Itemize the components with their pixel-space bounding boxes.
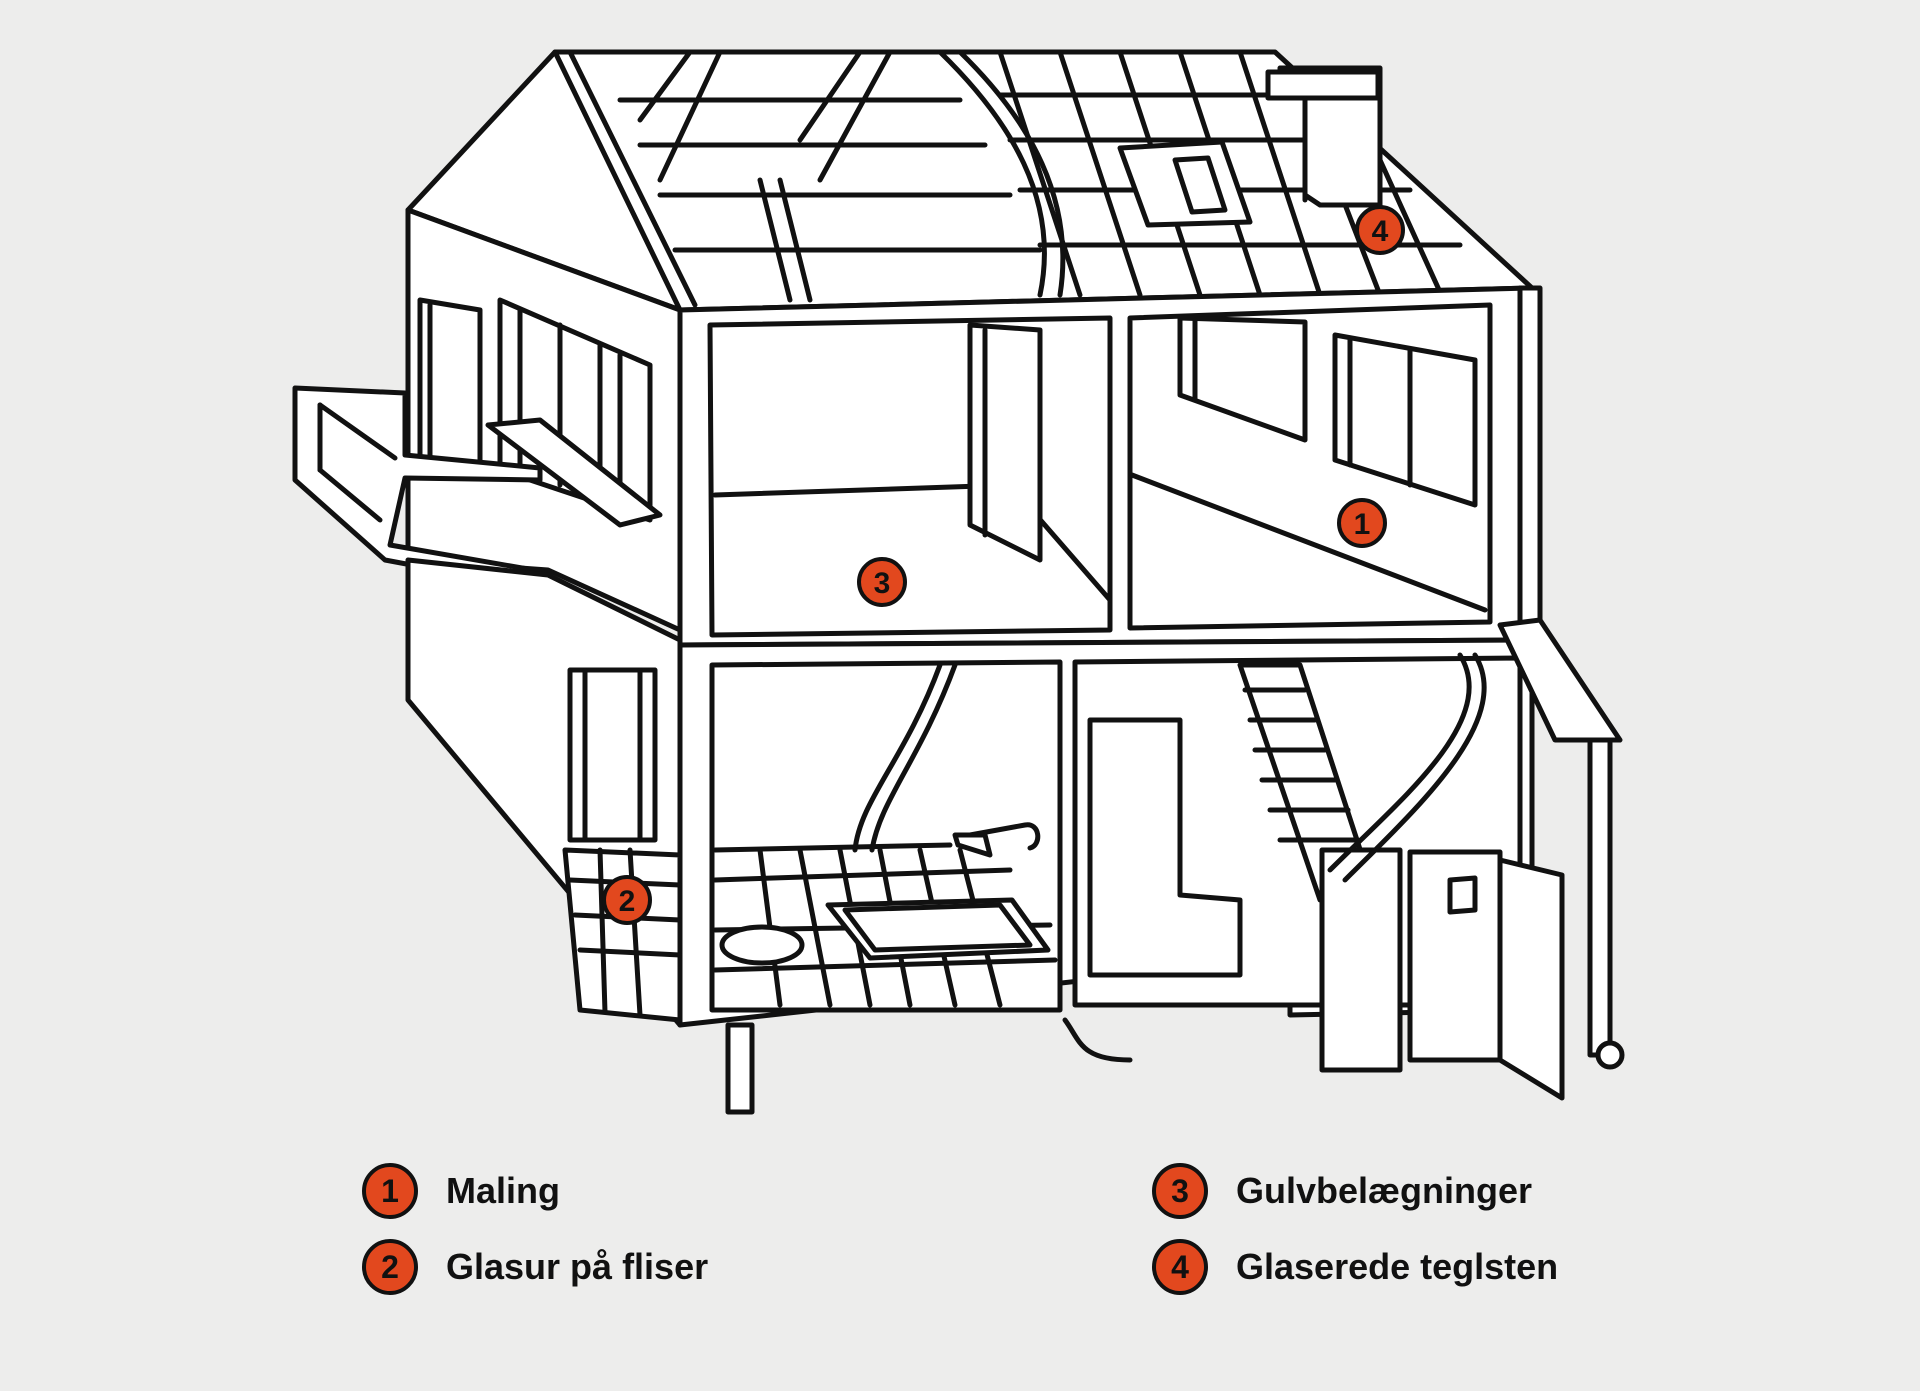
legend-badge-1: 1 — [362, 1163, 418, 1219]
foundation-pipes — [725, 1017, 1133, 1115]
legend-item-4: 4 Glaserede teglsten — [1152, 1232, 1558, 1302]
marker-2-label: 2 — [619, 885, 636, 918]
marker-4: 4 — [1355, 205, 1405, 255]
legend-label-2: Glasur på fliser — [446, 1246, 709, 1287]
legend-item-1: 1 Maling — [362, 1156, 708, 1226]
marker-1-label: 1 — [1354, 508, 1371, 541]
legend-label-4: Glaserede teglsten — [1236, 1246, 1559, 1287]
roof-frame — [405, 49, 1535, 313]
legend-left-column: 1 Maling 2 Glasur på fliser — [362, 1156, 708, 1308]
marker-2: 2 — [602, 875, 652, 925]
legend-item-3: 3 Gulvbelægninger — [1152, 1156, 1558, 1226]
legend-label-3: Gulvbelægninger — [1236, 1170, 1533, 1211]
marker-group: 1 2 3 4 — [602, 205, 1405, 925]
legend-right-column: 3 Gulvbelægninger 4 Glaserede teglsten — [1152, 1156, 1558, 1308]
marker-3: 3 — [857, 557, 907, 607]
upper-rooms — [677, 285, 1543, 648]
marker-3-label: 3 — [874, 567, 891, 600]
marker-4-label: 4 — [1372, 215, 1389, 248]
legend-item-2: 2 Glasur på fliser — [362, 1232, 708, 1302]
marker-1: 1 — [1337, 498, 1387, 548]
ground-floor-tiles — [562, 847, 683, 1023]
legend-badge-3: 3 — [1152, 1163, 1208, 1219]
legend-badge-2: 2 — [362, 1239, 418, 1295]
legend-label-1: Maling — [446, 1170, 560, 1211]
lower-rooms — [677, 617, 1625, 1101]
legend-badge-4: 4 — [1152, 1239, 1208, 1295]
left-wall — [292, 207, 683, 633]
